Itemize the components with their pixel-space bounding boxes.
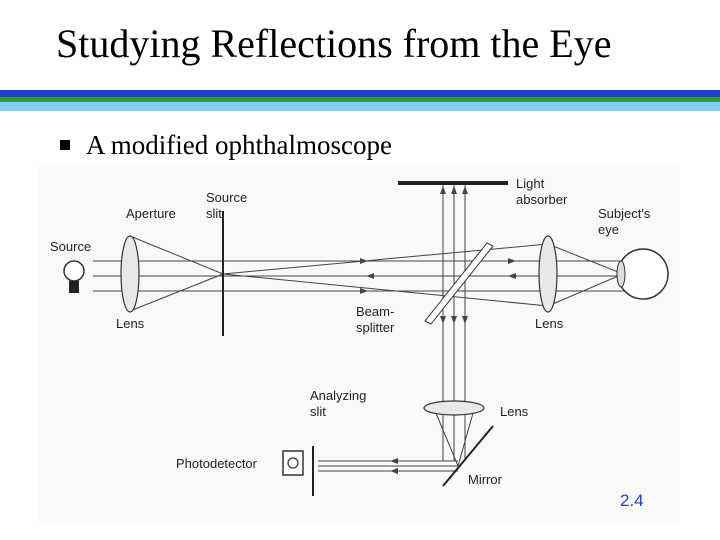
label-lens-right: Lens <box>535 316 564 331</box>
arrow-down-icon <box>440 316 446 324</box>
beam-line <box>432 405 459 467</box>
lens-right <box>538 235 558 313</box>
arrow-right-icon <box>360 288 368 294</box>
arrow-down-icon <box>462 316 468 324</box>
label-source-slit-2: slit <box>206 206 222 221</box>
title-rule-blue <box>0 90 720 97</box>
label-photodetector: Photodetector <box>176 456 258 471</box>
arrow-left-icon <box>390 458 398 464</box>
mirror <box>442 425 494 487</box>
beam-line <box>222 243 549 275</box>
beam-line <box>547 273 624 307</box>
label-lens-bottom: Lens <box>500 404 529 419</box>
ophthalmoscope-diagram: Source Aperture Source slit Lens Light a… <box>38 166 680 522</box>
photodetector-icon <box>282 450 304 476</box>
label-analyzing-slit-2: slit <box>310 404 326 419</box>
beam-line <box>547 243 624 275</box>
diagram-svg: Source Aperture Source slit Lens Light a… <box>50 176 669 496</box>
light-absorber <box>398 181 508 185</box>
arrow-left-icon <box>390 468 398 474</box>
label-subjects-eye-2: eye <box>598 222 619 237</box>
label-beamsplitter-1: Beam- <box>356 304 394 319</box>
slide-number: 2.4 <box>620 491 644 510</box>
beam-line <box>129 235 224 275</box>
arrow-left-icon <box>366 273 374 279</box>
arrow-up-icon <box>451 186 457 194</box>
eye-icon <box>616 248 669 300</box>
beam-line <box>457 405 476 467</box>
bullet-square-icon <box>60 140 70 150</box>
lens-bottom <box>423 400 485 416</box>
arrow-right-icon <box>360 258 368 264</box>
arrow-up-icon <box>440 186 446 194</box>
label-source: Source <box>50 239 91 254</box>
label-light-absorber-1: Light <box>516 176 545 191</box>
vertical-beams <box>432 185 476 467</box>
light-bulb-icon <box>63 260 85 293</box>
label-mirror: Mirror <box>468 472 503 487</box>
arrow-right-icon <box>508 258 516 264</box>
arrow-up-icon <box>462 186 468 194</box>
title-rule-cyan <box>0 102 720 111</box>
beam-arrows <box>360 186 516 474</box>
label-light-absorber-2: absorber <box>516 192 568 207</box>
label-subjects-eye-1: Subject's <box>598 206 651 221</box>
slide-title: Studying Reflections from the Eye <box>56 21 612 66</box>
lens-left <box>120 235 140 313</box>
detector-beams <box>318 460 458 472</box>
label-analyzing-slit-1: Analyzing <box>310 388 366 403</box>
label-lens-left: Lens <box>116 316 145 331</box>
beam-line <box>222 273 549 307</box>
bullet-text: A modified ophthalmoscope <box>86 130 392 160</box>
arrow-left-icon <box>508 273 516 279</box>
arrow-down-icon <box>451 316 457 324</box>
label-source-slit-1: Source <box>206 190 247 205</box>
beam-line <box>129 273 224 312</box>
label-aperture: Aperture <box>126 206 176 221</box>
label-beamsplitter-2: splitter <box>356 320 395 335</box>
title-rule-green <box>0 97 720 102</box>
beamsplitter <box>424 242 494 325</box>
